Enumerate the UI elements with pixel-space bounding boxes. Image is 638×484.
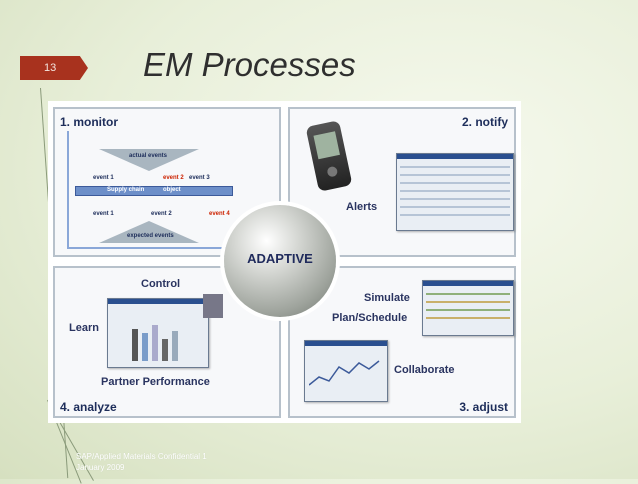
- alerts-label: Alerts: [346, 201, 378, 213]
- event-top-1: event 1: [93, 175, 114, 181]
- control-label: Control: [141, 278, 181, 290]
- timeline-axis: [67, 131, 69, 249]
- alerts-screen-thumbnail: [396, 153, 514, 231]
- partner-photo: [203, 294, 223, 318]
- expected-events-label: expected events: [127, 233, 174, 239]
- collaborate-label: Collaborate: [394, 364, 455, 376]
- collaborate-screen-thumbnail: [304, 340, 388, 402]
- event-top-3: event 3: [189, 175, 210, 181]
- event-bottom-1: event 1: [93, 211, 114, 217]
- adjust-label: 3. adjust: [459, 400, 508, 414]
- object-label: object: [163, 187, 181, 193]
- simulate-label: Simulate: [364, 292, 410, 304]
- event-top-2: event 2: [163, 175, 184, 181]
- adaptive-sphere: ADAPTIVE: [224, 205, 336, 317]
- slide-title: EM Processes: [143, 46, 356, 83]
- expected-events-shape: [99, 221, 199, 243]
- actual-events-label: actual events: [129, 153, 168, 159]
- analyze-label: 4. analyze: [60, 400, 117, 414]
- event-bottom-4: event 4: [209, 211, 230, 217]
- supply-chain-label: Supply chain: [107, 187, 145, 193]
- actual-events-shape: [99, 149, 199, 171]
- handheld-device-icon: [305, 120, 353, 192]
- footer-line-1: SAP/Applied Materials Confidential 1: [76, 452, 207, 461]
- learn-label: Learn: [69, 322, 99, 334]
- timeline-axis: [67, 247, 227, 249]
- adaptive-label: ADAPTIVE: [247, 251, 313, 266]
- notify-panel: 2. notify Alerts: [288, 107, 516, 257]
- monitor-panel: 1. monitor actual events Supply chain ob…: [53, 107, 281, 257]
- slide-footer: SAP/Applied Materials Confidential 1 Jan…: [76, 451, 207, 473]
- monitor-label: 1. monitor: [60, 115, 119, 129]
- footer-line-2: January 2009: [76, 463, 125, 472]
- supply-chain-bar: [75, 186, 233, 196]
- notify-label: 2. notify: [461, 115, 508, 129]
- em-processes-diagram: 1. monitor actual events Supply chain ob…: [48, 101, 521, 423]
- partner-performance-label: Partner Performance: [101, 376, 210, 388]
- page-number: 13: [20, 56, 88, 80]
- event-bottom-2: event 2: [151, 211, 172, 217]
- analytics-screen-thumbnail: [107, 298, 209, 368]
- plan-schedule-label: Plan/Schedule: [332, 312, 408, 324]
- simulate-screen-thumbnail: [422, 280, 514, 336]
